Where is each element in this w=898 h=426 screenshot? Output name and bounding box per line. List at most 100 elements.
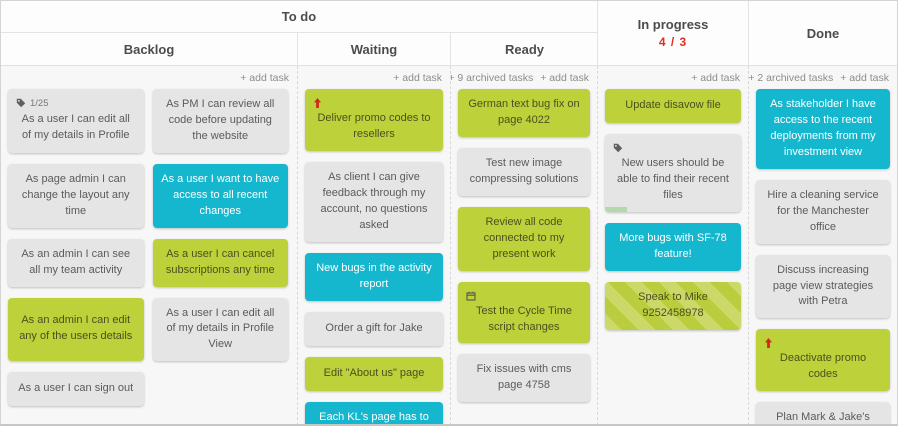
task-card[interactable]: As a user I can cancel subscriptions any… [152, 238, 288, 287]
column-header-backlog: Backlog [1, 33, 298, 65]
task-card[interactable]: Speak to Mike 9252458978 [605, 281, 741, 330]
column-done: + 2 archived tasks + add task As stakeho… [749, 66, 897, 424]
card-text: Review all code connected to my present … [483, 215, 565, 260]
card-text: As a user I can cancel subscriptions any… [165, 247, 275, 276]
card-text: As page admin I can change the layout an… [21, 172, 130, 217]
card-text: Test new image compressing solutions [469, 156, 579, 185]
task-card[interactable]: As page admin I can change the layout an… [8, 163, 144, 228]
card-text: Discuss increasing page view strategies … [772, 263, 874, 308]
task-card[interactable]: Plan Mark & Jake's annual review meeting… [756, 402, 890, 424]
column-actions: + 2 archived tasks + add task [749, 66, 897, 89]
card-text: More bugs with SF-78 feature! [619, 231, 727, 260]
column-group-header-todo: To do [1, 1, 597, 33]
card-text: New users should be able to find their r… [617, 157, 729, 201]
priority-icon [764, 338, 773, 349]
card-text: As client I can give feedback through my… [320, 170, 428, 231]
archived-tasks-link[interactable]: + 2 archived tasks [749, 72, 834, 84]
card-text: As stakeholder I have access to the rece… [770, 98, 876, 158]
card-text: As a user I want to have access to all r… [161, 172, 280, 217]
column-header-inprogress: In progress 4 / 3 [598, 1, 749, 65]
add-task-link[interactable]: + add task [393, 72, 442, 84]
card-text: Plan Mark & Jake's annual review meeting… [776, 411, 870, 424]
task-card[interactable]: Discuss increasing page view strategies … [756, 254, 890, 319]
card-text: Order a gift for Jake [325, 321, 423, 334]
task-card[interactable]: New bugs in the activity report [305, 252, 443, 301]
card-text: Edit "About us" page [323, 366, 425, 379]
card-text: As a user I can edit all of my details i… [166, 306, 275, 351]
task-card[interactable]: As an admin I can see all my team activi… [8, 238, 144, 287]
priority-icon [313, 98, 322, 108]
task-card[interactable]: Edit "About us" page [305, 356, 443, 391]
task-card[interactable]: As a user I want to have access to all r… [152, 163, 288, 228]
column-waiting: + add task Deliver promo codes to resell… [298, 66, 451, 424]
column-title: In progress [637, 17, 709, 32]
wip-limit-indicator: 4 / 3 [658, 35, 688, 49]
task-card[interactable]: As a user I can edit all of my details i… [152, 297, 288, 362]
card-text: Deliver promo codes to resellers [317, 112, 431, 140]
column-actions: + add task [598, 66, 748, 89]
task-card[interactable]: New users should be able to find their r… [605, 134, 741, 212]
card-text: New bugs in the activity report [316, 261, 432, 290]
card-text: German text bug fix on page 4022 [468, 98, 580, 126]
column-group-todo: To do Backlog Waiting Ready [1, 1, 598, 65]
card-list: 1/25 As a user I can edit all of my detai… [1, 89, 297, 416]
task-card[interactable]: As PM I can review all code before updat… [152, 89, 288, 153]
task-card[interactable]: Fix issues with cms page 4758 [458, 354, 590, 403]
add-task-link[interactable]: + add task [691, 72, 740, 84]
card-list: As stakeholder I have access to the rece… [749, 89, 897, 424]
add-task-link[interactable]: + add task [840, 72, 889, 84]
task-card[interactable]: Test new image compressing solutions [458, 147, 590, 196]
card-text: Fix issues with cms page 4758 [476, 363, 572, 392]
task-card[interactable]: As client I can give feedback through my… [305, 161, 443, 242]
column-actions: + add task [1, 66, 297, 89]
card-text: As PM I can review all code before updat… [166, 98, 275, 142]
task-card[interactable]: Each KL's page has to be made searchable [305, 401, 443, 424]
column-header-done: Done [749, 1, 897, 65]
task-card[interactable]: Hire a cleaning service for the Manchest… [756, 179, 890, 244]
task-card[interactable]: More bugs with SF-78 feature! [605, 222, 741, 271]
task-card[interactable]: As a user I can sign out [8, 372, 144, 407]
task-card[interactable]: Order a gift for Jake [305, 311, 443, 346]
card-header [466, 290, 582, 302]
card-text: Deactivate promo codes [779, 352, 867, 381]
card-text: Each KL's page has to be made searchable [319, 410, 429, 423]
card-text: As an admin I can see all my team activi… [21, 247, 131, 276]
add-task-link[interactable]: + add task [540, 72, 589, 84]
card-header [764, 337, 882, 349]
column-actions: + 9 archived tasks + add task [451, 66, 597, 89]
calendar-icon [466, 291, 476, 301]
task-card[interactable]: Update disavow file [605, 89, 741, 123]
tag-icon [16, 98, 26, 108]
task-card[interactable]: Deliver promo codes to resellers [305, 89, 443, 151]
card-header [313, 97, 435, 109]
card-text: As an admin I can edit any of the users … [19, 314, 133, 343]
task-card[interactable]: Test the Cycle Time script changes [458, 281, 590, 344]
card-text: Hire a cleaning service for the Manchest… [767, 188, 879, 233]
board-body: + add task 1/25 As a user I can edit all … [1, 66, 897, 424]
column-title: Ready [504, 41, 545, 57]
column-header-ready: Ready [451, 33, 598, 65]
column-header-waiting: Waiting [298, 33, 451, 65]
column-backlog: + add task 1/25 As a user I can edit all … [1, 66, 298, 424]
task-card[interactable]: As an admin I can edit any of the users … [8, 297, 144, 362]
card-header: 1/25 [16, 97, 136, 109]
card-list: Deliver promo codes to resellers As clien… [298, 89, 450, 424]
task-card[interactable]: German text bug fix on page 4022 [458, 89, 590, 137]
column-title: Waiting [350, 41, 398, 57]
task-card[interactable]: Review all code connected to my present … [458, 206, 590, 271]
task-card[interactable]: As stakeholder I have access to the rece… [756, 89, 890, 169]
todo-subheaders: Backlog Waiting Ready [1, 33, 597, 65]
board-header: To do Backlog Waiting Ready In progress … [1, 1, 897, 66]
archived-tasks-link[interactable]: + 9 archived tasks [451, 72, 534, 84]
tag-icon [613, 143, 623, 153]
card-text: As a user I can sign out [18, 382, 134, 395]
add-task-link[interactable]: + add task [240, 72, 289, 84]
column-title: Backlog [123, 41, 175, 57]
task-card[interactable]: Deactivate promo codes [756, 329, 890, 392]
card-text: Speak to Mike 9252458978 [638, 290, 708, 319]
